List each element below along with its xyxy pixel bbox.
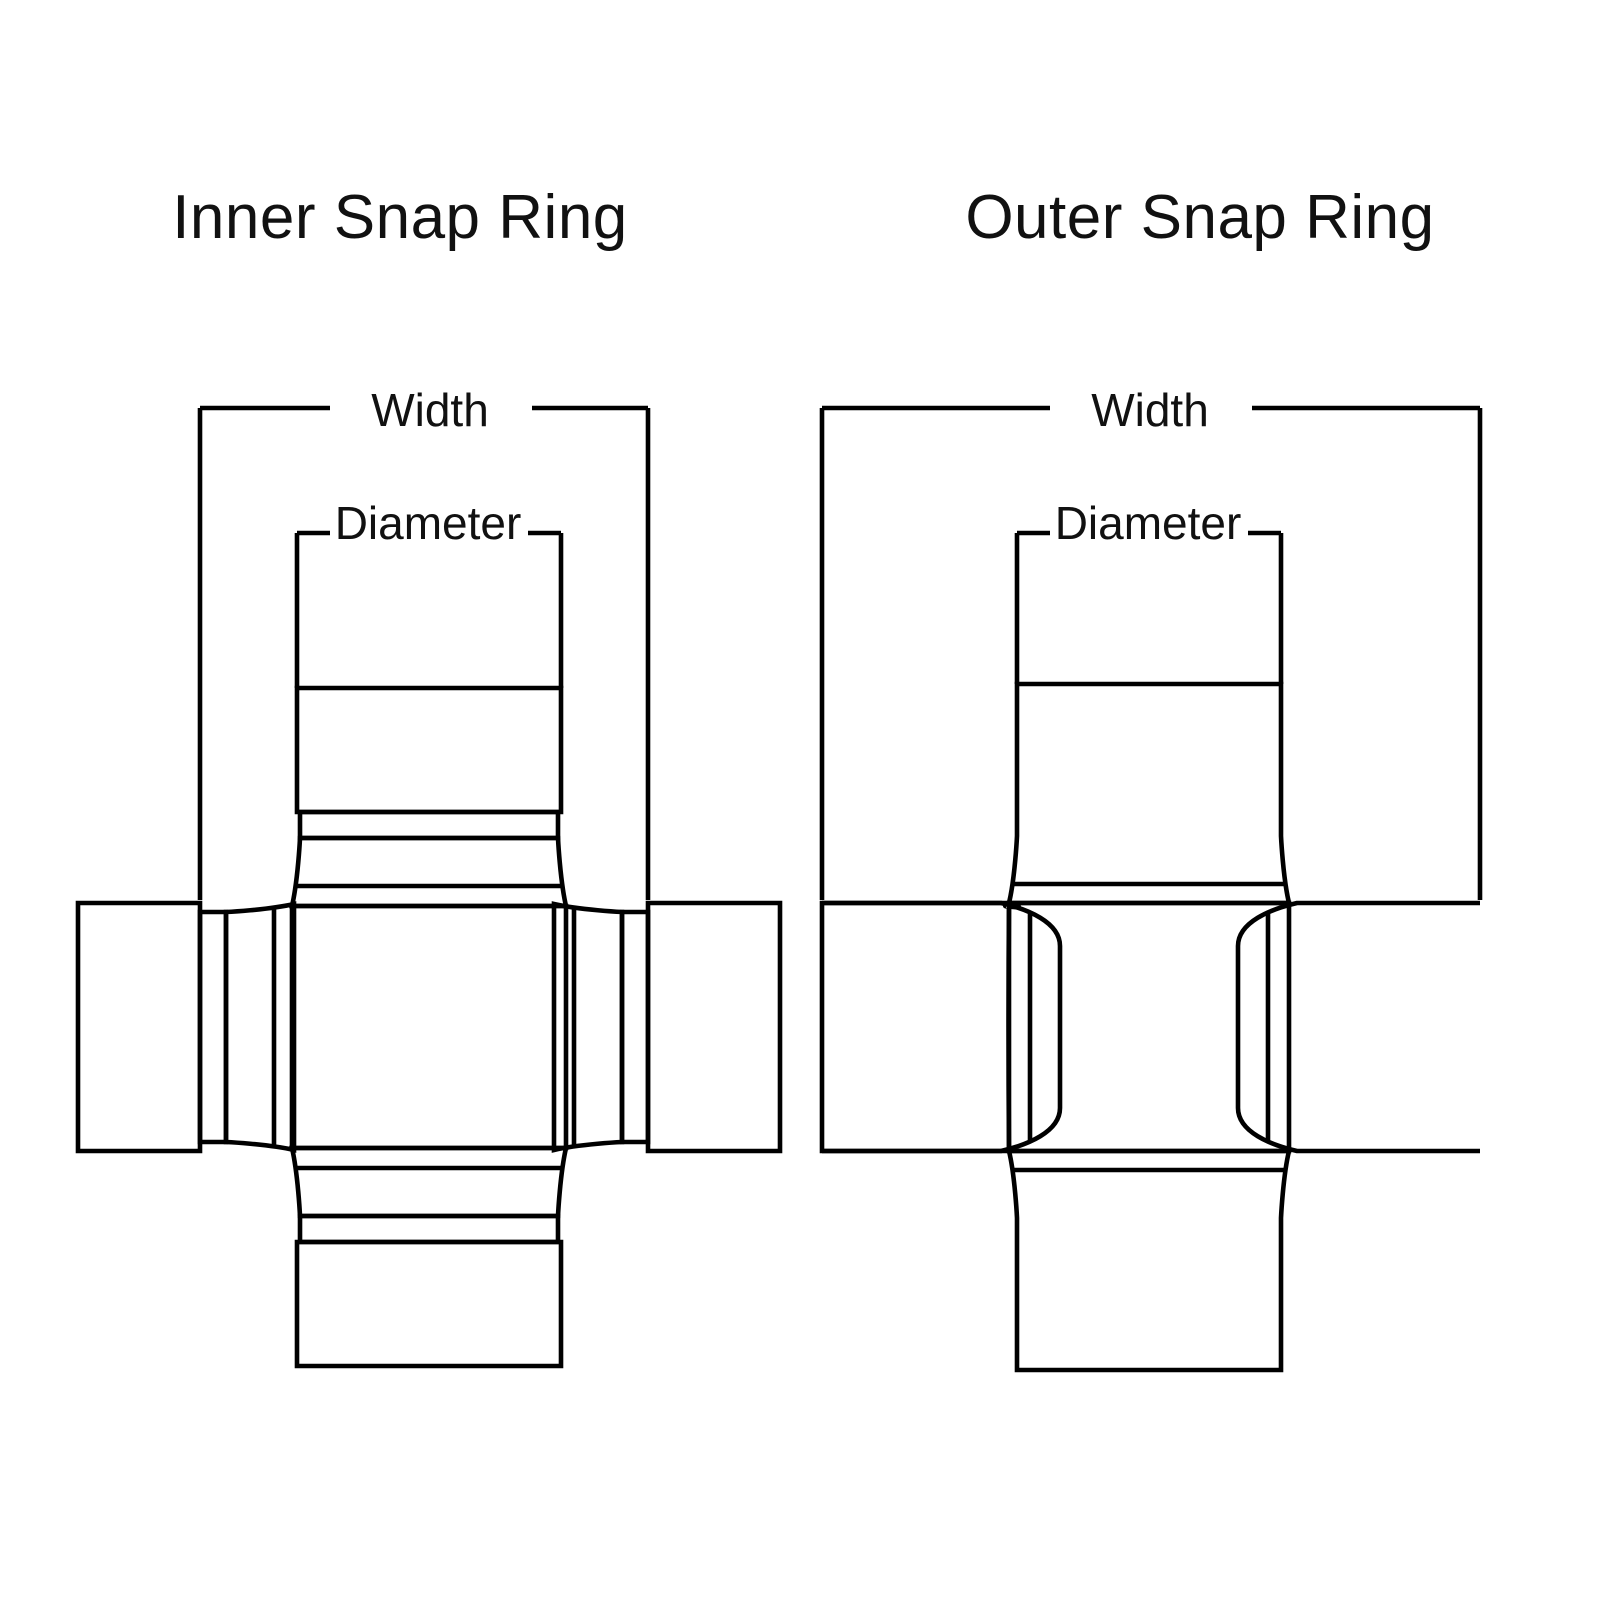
diameter-dimension-label-left: Diameter [334,497,522,549]
width-dimension-callout-right [819,405,1483,900]
width-dimension-label-left: Width [371,384,489,436]
center-cross-body-inner [289,903,569,1151]
width-dimension-callout-left [197,405,651,900]
panel-title-inner-snap-ring: Inner Snap Ring [172,183,628,252]
panel-title-outer-snap-ring: Outer Snap Ring [965,183,1435,252]
center-cross-body-outer [1006,900,1292,1154]
bottom-arm-inner [289,1145,569,1369]
diameter-dimension-label-right: Diameter [1054,497,1242,549]
right-arm-inner [551,900,783,1154]
left-arm-outer [819,900,1063,1154]
top-arm-outer [1006,681,1292,906]
right-arm-outer [1235,900,1480,1154]
diameter-dimension-callout-left [294,530,564,688]
bottom-arm-outer [1006,1148,1292,1373]
diameter-dimension-callout-right [1014,530,1284,684]
width-dimension-label-right: Width [1091,384,1209,436]
